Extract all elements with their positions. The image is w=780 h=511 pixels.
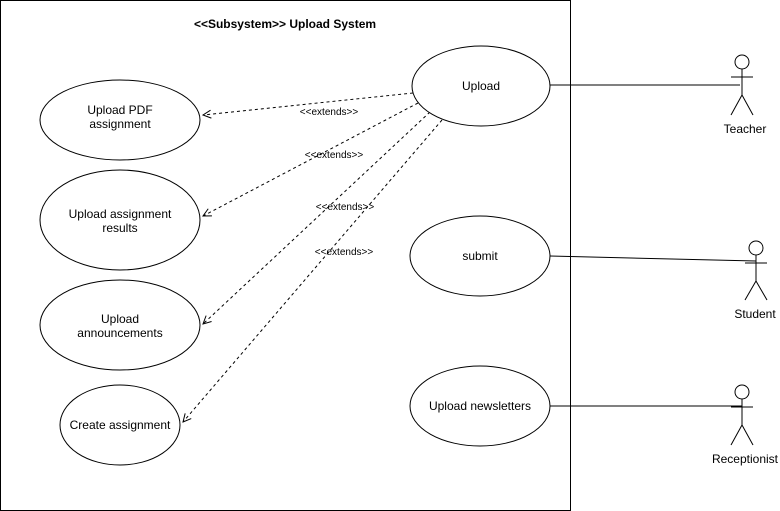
use-case-upload-label: Upload: [462, 79, 500, 93]
extends-arrow-announcements: [203, 111, 431, 324]
use-case-upload-assignment-results[interactable]: Upload assignment results: [39, 169, 201, 271]
actor-student[interactable]: Student: [734, 240, 776, 321]
actor-teacher[interactable]: Teacher: [724, 54, 767, 136]
use-case-upload-announcements-label-1: Upload: [101, 312, 139, 326]
association-student-submit: [549, 255, 757, 262]
extends-arrow-results: [203, 102, 419, 216]
extends-label-3: <<extends>>: [316, 202, 375, 213]
actor-teacher-label: Teacher: [724, 122, 767, 136]
use-case-upload-results-label-1: Upload assignment: [69, 207, 172, 221]
extends-arrow-create: [183, 119, 443, 422]
use-case-upload-pdf-assignment[interactable]: Upload PDF assignment: [39, 79, 201, 161]
use-case-upload-pdf-label-2: assignment: [89, 117, 151, 131]
use-case-submit[interactable]: submit: [409, 215, 551, 297]
actor-receptionist-label: Receptionist: [712, 452, 779, 466]
subsystem-title: <<Subsystem>> Upload System: [194, 17, 376, 31]
extends-label-1: <<extends>>: [300, 107, 359, 118]
associations: [549, 84, 757, 407]
actor-receptionist[interactable]: Receptionist: [712, 384, 779, 466]
actor-student-label: Student: [734, 307, 776, 321]
use-case-upload-newsletters[interactable]: Upload newsletters: [409, 365, 551, 447]
use-case-upload-results-label-2: results: [102, 221, 137, 235]
use-case-upload[interactable]: Upload: [411, 45, 551, 127]
use-case-create-assignment[interactable]: Create assignment: [59, 384, 181, 466]
extends-arrow-pdf: [203, 92, 414, 115]
use-case-upload-newsletters-label: Upload newsletters: [429, 399, 531, 413]
extends-label-4: <<extends>>: [315, 247, 374, 258]
use-case-upload-announcements[interactable]: Upload announcements: [39, 279, 201, 371]
extends-label-2: <<extends>>: [305, 150, 364, 161]
use-case-submit-label: submit: [462, 249, 498, 263]
extends-relationships: <<extends>> <<extends>> <<extends>> <<ex…: [183, 92, 443, 422]
use-case-upload-announcements-label-2: announcements: [77, 326, 162, 340]
use-case-create-assignment-label: Create assignment: [70, 418, 171, 432]
use-case-upload-pdf-label-1: Upload PDF: [87, 103, 152, 117]
